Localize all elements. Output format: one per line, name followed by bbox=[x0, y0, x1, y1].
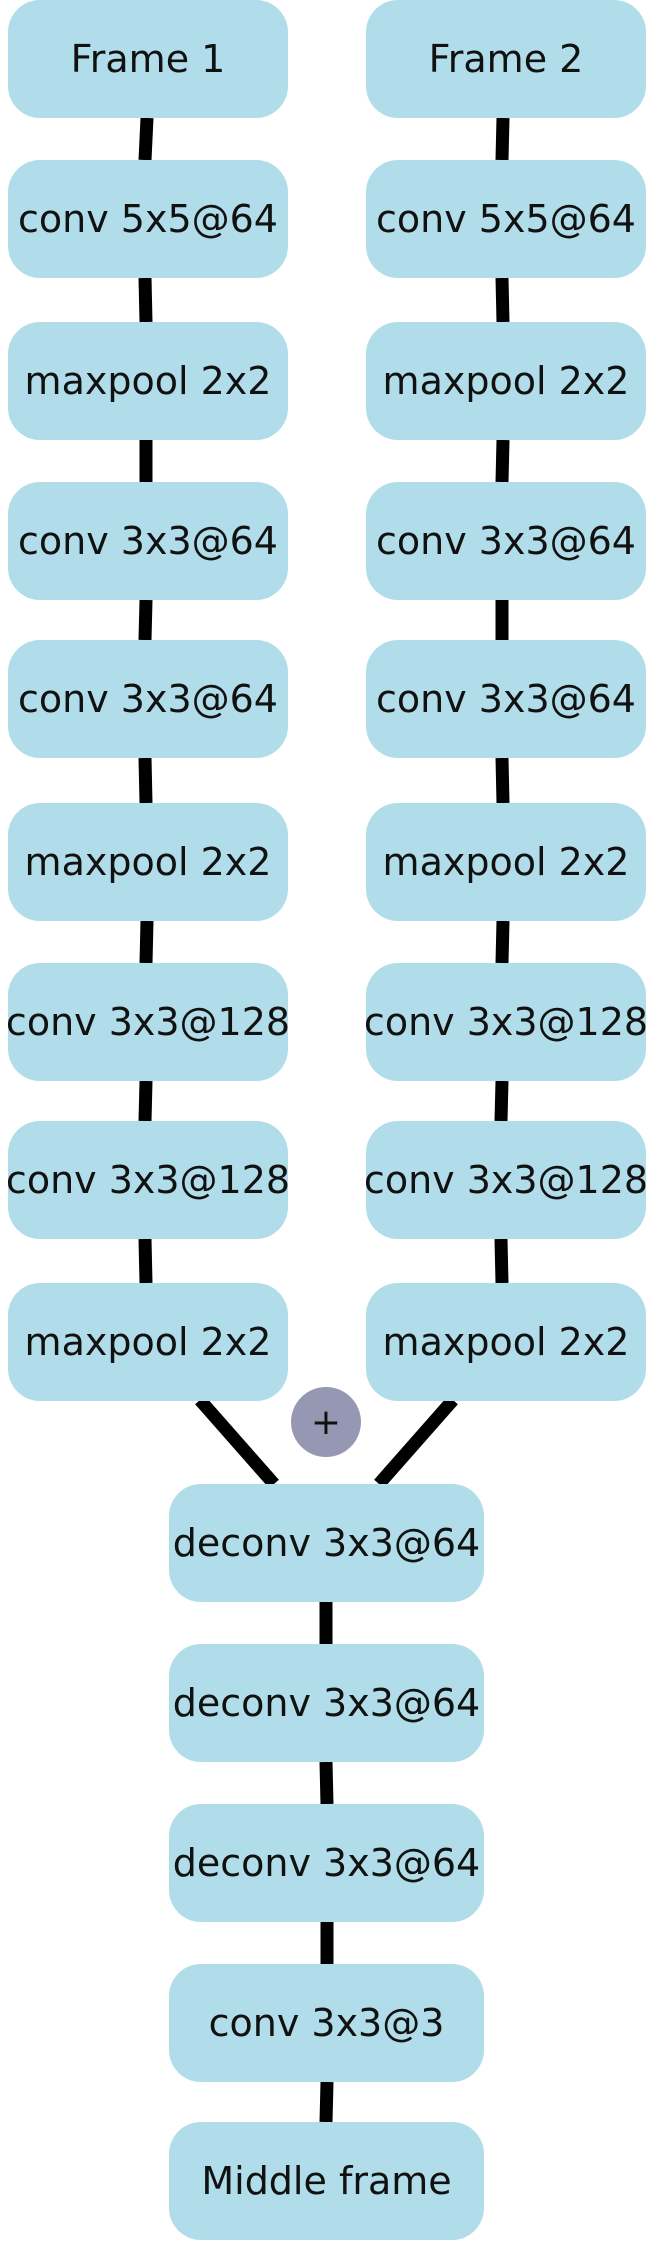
edge-right-merge bbox=[374, 1395, 458, 1489]
edge-right-4-5 bbox=[495, 757, 510, 804]
node-left-maxpool-2: maxpool 2x2 bbox=[8, 803, 288, 921]
node-frame-2: Frame 2 bbox=[366, 0, 646, 118]
node-left-conv-5x5-64: conv 5x5@64 bbox=[8, 160, 288, 278]
node-frame-1: Frame 1 bbox=[8, 0, 288, 118]
edge-left-6-7 bbox=[138, 1080, 153, 1122]
edge-left-merge bbox=[195, 1395, 279, 1489]
edge-left-7-8 bbox=[138, 1238, 153, 1284]
edge-dec-1-2 bbox=[319, 1761, 334, 1805]
edge-left-3-4 bbox=[138, 599, 153, 641]
edge-right-6-7 bbox=[494, 1080, 509, 1122]
node-left-conv-3x3-64-a: conv 3x3@64 bbox=[8, 482, 288, 600]
node-deconv-3x3-64-c: deconv 3x3@64 bbox=[169, 1804, 484, 1922]
node-deconv-3x3-64-b: deconv 3x3@64 bbox=[169, 1644, 484, 1762]
node-middle-frame: Middle frame bbox=[169, 2122, 484, 2240]
node-right-conv-3x3-64-a: conv 3x3@64 bbox=[366, 482, 646, 600]
edge-right-0-1 bbox=[495, 117, 510, 161]
node-right-conv-3x3-128-a: conv 3x3@128 bbox=[364, 963, 648, 1081]
node-right-conv-3x3-64-b: conv 3x3@64 bbox=[366, 640, 646, 758]
node-left-conv-3x3-128-a: conv 3x3@128 bbox=[6, 963, 290, 1081]
node-deconv-3x3-64-a: deconv 3x3@64 bbox=[169, 1484, 484, 1602]
node-right-maxpool-1: maxpool 2x2 bbox=[366, 322, 646, 440]
node-left-conv-3x3-128-b: conv 3x3@128 bbox=[6, 1121, 290, 1239]
edge-left-5-6 bbox=[139, 920, 154, 964]
node-right-maxpool-2: maxpool 2x2 bbox=[366, 803, 646, 921]
node-right-conv-5x5-64: conv 5x5@64 bbox=[366, 160, 646, 278]
edge-right-7-8 bbox=[494, 1238, 509, 1284]
edge-dec-3-4 bbox=[319, 2081, 334, 2123]
node-left-conv-3x3-64-b: conv 3x3@64 bbox=[8, 640, 288, 758]
node-right-conv-3x3-128-b: conv 3x3@128 bbox=[364, 1121, 648, 1239]
edge-left-4-5 bbox=[138, 757, 153, 804]
edge-right-5-6 bbox=[495, 920, 510, 964]
node-conv-3x3-3: conv 3x3@3 bbox=[169, 1964, 484, 2082]
merge-plus-node: + bbox=[291, 1387, 361, 1457]
node-left-maxpool-1: maxpool 2x2 bbox=[8, 322, 288, 440]
edge-right-1-2 bbox=[495, 277, 510, 323]
edge-left-1-2 bbox=[138, 277, 153, 323]
node-left-maxpool-3: maxpool 2x2 bbox=[8, 1283, 288, 1401]
edge-right-2-3 bbox=[495, 439, 510, 483]
edge-left-0-1 bbox=[138, 117, 154, 161]
node-right-maxpool-3: maxpool 2x2 bbox=[366, 1283, 646, 1401]
